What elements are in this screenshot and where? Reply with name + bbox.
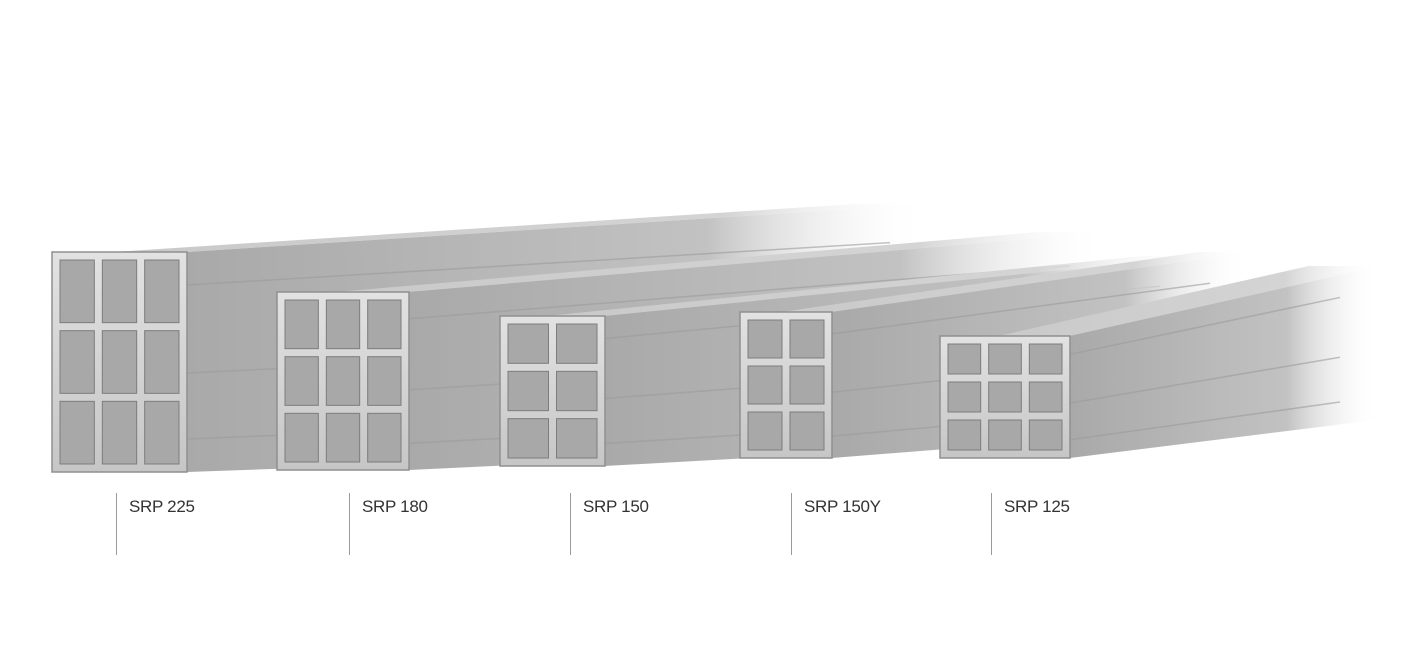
profile-top-surface (998, 266, 1380, 336)
profile-top-surface (112, 204, 930, 252)
profile-groove (831, 282, 1211, 335)
profile-chamber (144, 259, 180, 324)
profile-chamber (747, 365, 783, 405)
profile-caption-srp-150y: SRP 150Y (791, 493, 881, 555)
profile-chamber (556, 323, 598, 364)
profile-chamber (59, 330, 95, 394)
profile-caption-srp-125: SRP 125 (991, 493, 1070, 555)
profile-chamber (556, 370, 598, 412)
profile-label: SRP 150 (583, 497, 649, 516)
profile-chamber (988, 381, 1022, 413)
profile-chamber (284, 299, 319, 350)
profile-chamber (325, 356, 361, 406)
profile-chamber (789, 411, 825, 451)
profile-chamber (507, 370, 549, 412)
profile-chamber (144, 330, 180, 394)
profile-chamber (789, 365, 825, 405)
profile-groove (1069, 296, 1341, 356)
profile-chamber (284, 356, 319, 406)
profile-srp-125 (939, 266, 1380, 459)
profile-chamber (325, 412, 361, 463)
profile-chamber (507, 418, 549, 459)
profile-chamber (367, 356, 402, 406)
profile-label: SRP 125 (1004, 497, 1070, 516)
profile-chamber (747, 319, 783, 359)
profile-top-surface (336, 232, 1110, 292)
profile-chamber (747, 411, 783, 451)
profile-chamber (1028, 343, 1063, 375)
profile-chamber (101, 259, 138, 324)
profile-chamber (367, 299, 402, 350)
profile-chamber (367, 412, 402, 463)
profile-label: SRP 150Y (804, 497, 881, 516)
profile-chamber (101, 330, 138, 394)
profile-chamber (988, 419, 1022, 451)
profile-chamber (789, 319, 825, 359)
profile-chamber (1028, 381, 1063, 413)
profile-caption-srp-180: SRP 180 (349, 493, 428, 555)
profile-chamber (59, 400, 95, 465)
profile-chamber (947, 419, 982, 451)
profile-label: SRP 225 (129, 497, 195, 516)
profile-chamber (507, 323, 549, 364)
profile-chamber (988, 343, 1022, 375)
profile-caption-srp-225: SRP 225 (116, 493, 195, 555)
profile-chamber (59, 259, 95, 324)
profile-chamber (144, 400, 180, 465)
profile-chamber (284, 412, 319, 463)
profile-chamber (1028, 419, 1063, 451)
profile-chamber (947, 343, 982, 375)
profile-chamber (556, 418, 598, 459)
profile-top-surface (781, 252, 1250, 312)
profile-groove (1069, 401, 1341, 441)
profile-chamber (325, 299, 361, 350)
profile-top-surface (547, 256, 1200, 316)
profile-caption-srp-150: SRP 150 (570, 493, 649, 555)
profile-label: SRP 180 (362, 497, 428, 516)
profile-groove (1069, 356, 1341, 404)
profile-chamber (101, 400, 138, 465)
profile-groove (186, 241, 891, 286)
profile-side-surface (1070, 266, 1380, 458)
profile-chamber (947, 381, 982, 413)
